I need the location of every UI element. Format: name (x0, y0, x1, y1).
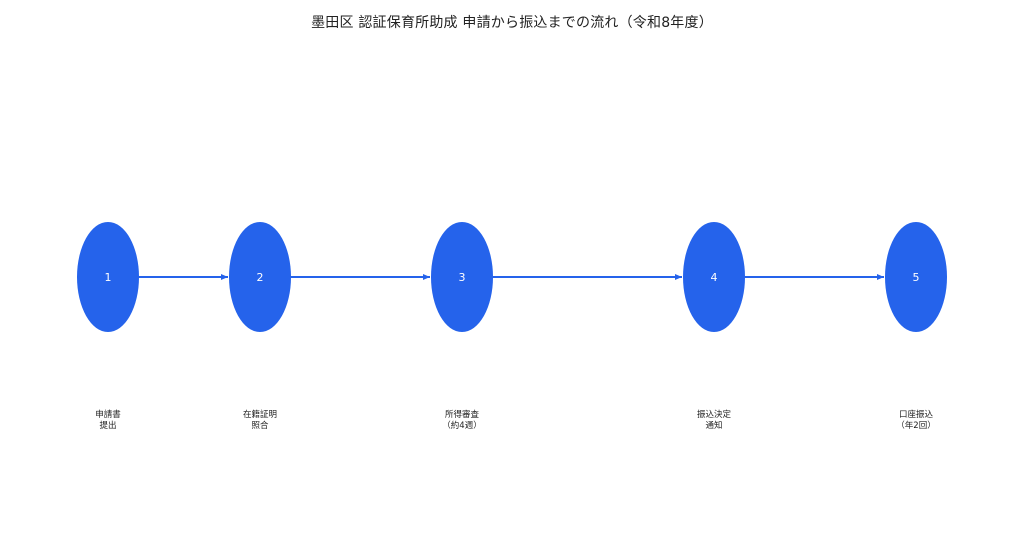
nodes-layer: 1 2 3 4 5 (77, 222, 947, 332)
step-circle-5 (885, 222, 947, 332)
step-node-4: 4 (683, 222, 745, 332)
step-number-1: 1 (105, 271, 112, 284)
step-label-line: 照合 (251, 420, 269, 431)
step-label-3: 所得審査（約4週） (442, 409, 481, 431)
step-label-line: 提出 (99, 420, 116, 431)
step-number-5: 5 (913, 271, 920, 284)
step-number-2: 2 (257, 271, 264, 284)
step-label-line: （約4週） (442, 420, 481, 431)
step-circle-1 (77, 222, 139, 332)
step-label-line: 申請書 (95, 409, 121, 420)
step-number-4: 4 (711, 271, 718, 284)
step-label-5: 口座振込（年2回） (896, 409, 935, 431)
step-circle-3 (431, 222, 493, 332)
step-label-line: 所得審査 (445, 409, 480, 420)
step-label-line: 口座振込 (899, 409, 934, 420)
step-label-line: 振込決定 (697, 409, 732, 420)
step-node-2: 2 (229, 222, 291, 332)
step-node-1: 1 (77, 222, 139, 332)
step-node-3: 3 (431, 222, 493, 332)
page-title: 墨田区 認証保育所助成 申請から振込までの流れ（令和8年度） (311, 15, 713, 31)
step-label-line: 在籍証明 (243, 409, 277, 420)
step-circle-2 (229, 222, 291, 332)
step-label-line: 通知 (705, 420, 722, 431)
step-number-3: 3 (459, 271, 466, 284)
step-circle-4 (683, 222, 745, 332)
step-node-5: 5 (885, 222, 947, 332)
step-label-line: （年2回） (896, 420, 935, 431)
